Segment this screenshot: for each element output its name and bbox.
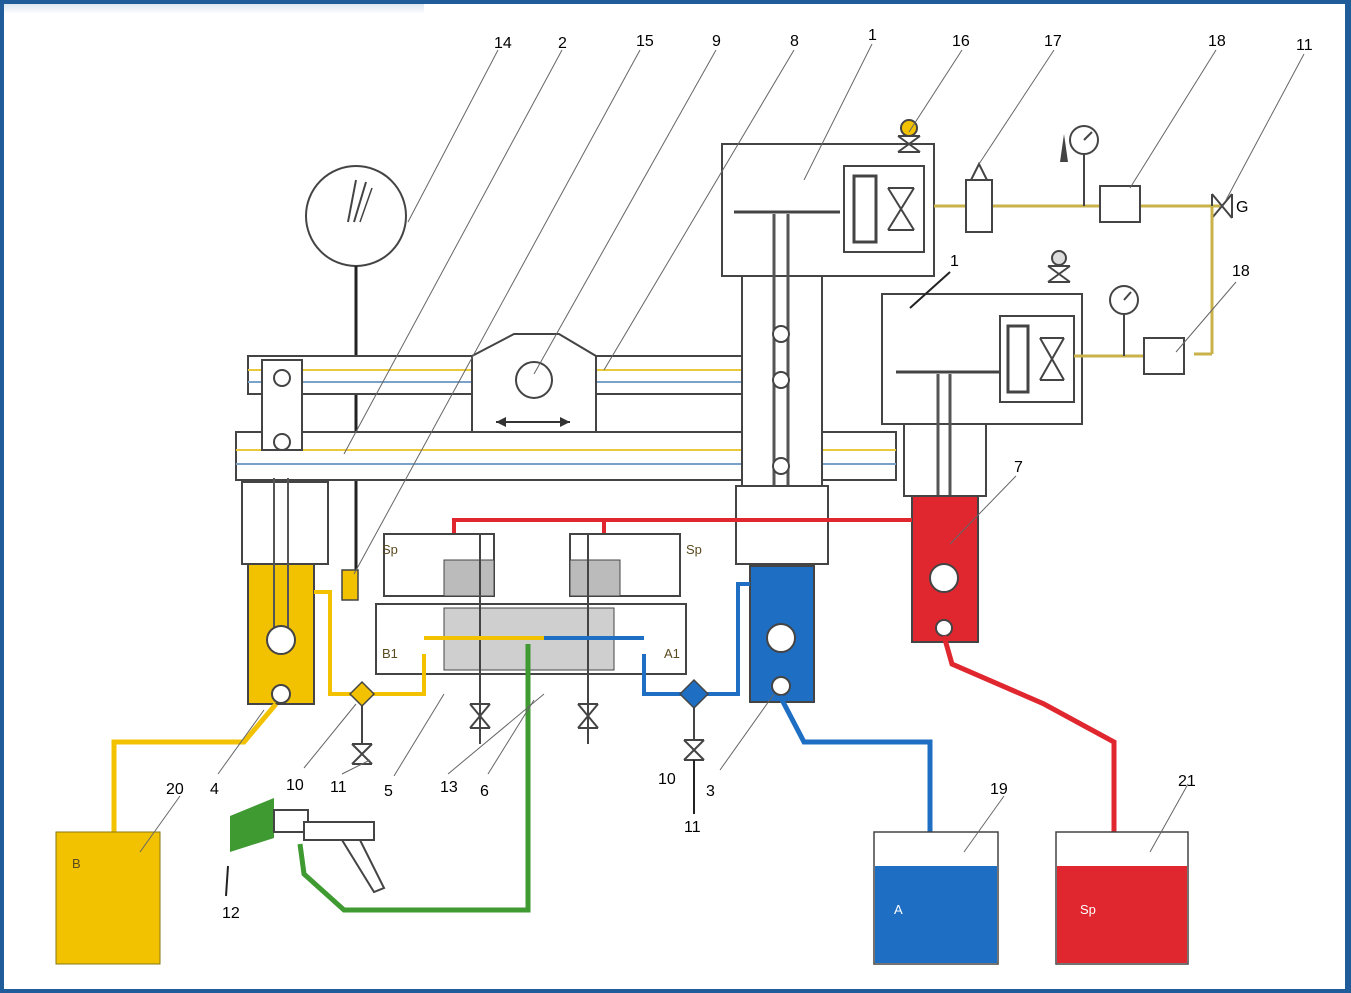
callout-8: 8 (790, 33, 799, 50)
metering-block: Sp Sp B1 A1 (375, 533, 702, 744)
callout-labels: 14 2 15 9 8 1 16 17 18 11 1 18 7 20 4 10… (166, 27, 1313, 922)
pivot-bearing (471, 333, 597, 435)
callout-11-left: 11 (330, 779, 347, 796)
callout-19: 19 (990, 781, 1008, 798)
callout-6: 6 (480, 783, 489, 800)
yellow-feed (314, 590, 426, 765)
port-label-g: G (1236, 199, 1248, 216)
callout-11-top: 11 (1296, 37, 1313, 54)
callout-21: 21 (1178, 773, 1196, 790)
callout-4: 4 (210, 781, 219, 798)
red-hose (941, 635, 1117, 962)
callout-20: 20 (166, 781, 184, 798)
center-pump (721, 143, 935, 703)
callout-1-top: 1 (868, 27, 877, 44)
left-pump (241, 359, 329, 705)
callout-10-left: 10 (286, 777, 304, 794)
callout-2: 2 (558, 35, 567, 52)
callout-10-right: 10 (658, 771, 676, 788)
relief-valve-top (897, 119, 921, 153)
callout-12: 12 (222, 905, 240, 922)
tank-sp: Sp (1055, 831, 1189, 965)
spray-gun-icon (225, 798, 386, 897)
tank-label-a: A (894, 902, 903, 917)
red-line (452, 518, 912, 560)
diagram-panel: Sp Sp B1 A1 (4, 4, 1345, 989)
callout-13: 13 (440, 779, 458, 796)
tank-a: A (873, 831, 999, 965)
callout-16: 16 (952, 33, 970, 50)
valve-label-sp-left: Sp (382, 542, 398, 557)
relief-valve-mid (1047, 250, 1071, 283)
pressure-gauge-icon (305, 165, 407, 601)
valve-label-a1: A1 (664, 646, 680, 661)
blue-feed (642, 582, 750, 814)
callout-15: 15 (636, 33, 654, 50)
callout-3: 3 (706, 783, 715, 800)
callout-1-mid: 1 (950, 253, 959, 270)
pressure-gauge-icon (1109, 285, 1139, 356)
tank-label-b: B (72, 856, 81, 871)
air-supply-line (934, 125, 1233, 375)
callout-7: 7 (1014, 459, 1023, 476)
leader-lines (139, 43, 1305, 853)
tab-strip (4, 4, 424, 14)
callout-9: 9 (712, 33, 721, 50)
callout-17: 17 (1044, 33, 1062, 50)
right-pump (881, 293, 1083, 643)
valve-label-sp-right: Sp (686, 542, 702, 557)
valve-label-b1: B1 (382, 646, 398, 661)
callout-18-top: 18 (1208, 33, 1226, 50)
tank-label-sp: Sp (1080, 902, 1096, 917)
callout-5: 5 (384, 783, 393, 800)
callout-14: 14 (494, 35, 512, 52)
pressure-gauge-icon (1069, 125, 1099, 206)
callout-18-mid: 18 (1232, 263, 1250, 280)
green-hose (297, 644, 531, 913)
tank-b: B (55, 831, 161, 965)
hydraulic-schematic: Sp Sp B1 A1 (55, 27, 1313, 965)
callout-11-right: 11 (684, 819, 701, 836)
